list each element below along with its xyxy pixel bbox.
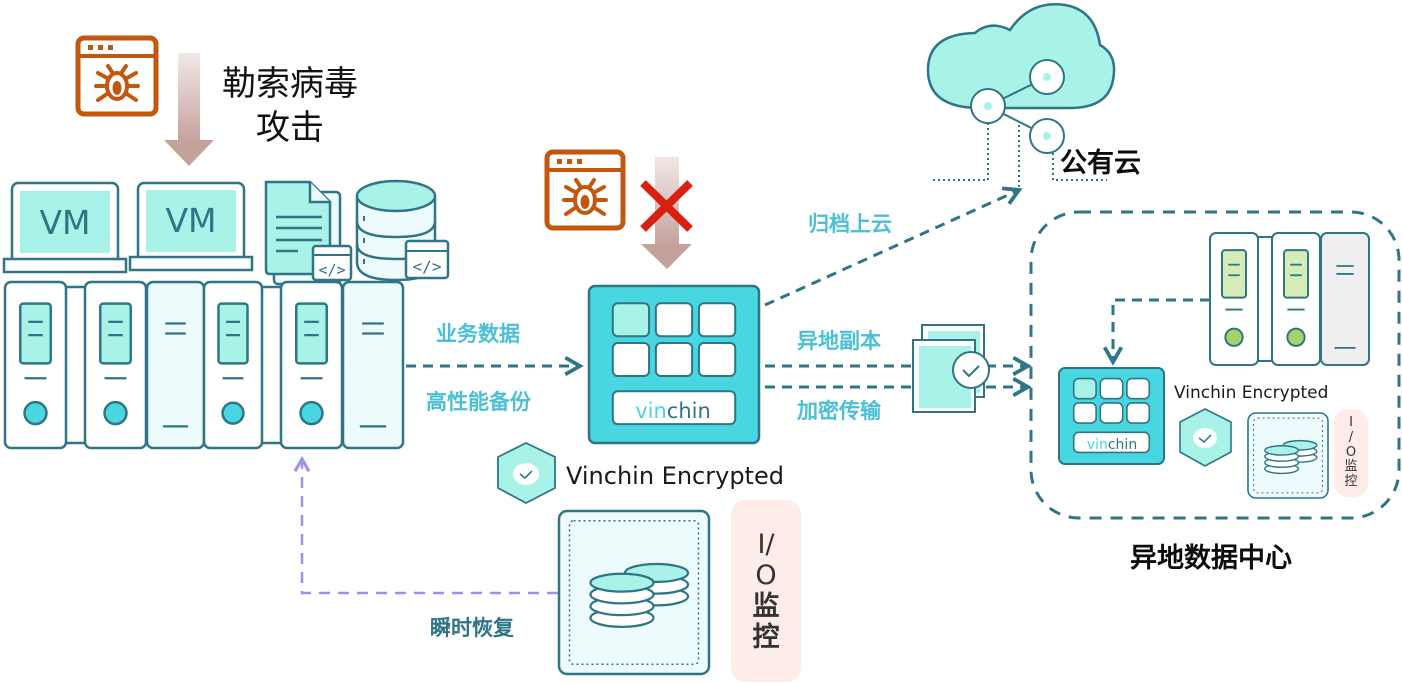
storage-inner-border <box>568 520 700 665</box>
appliance-logo-plate <box>1072 431 1151 454</box>
vm-label-2: VM <box>165 201 216 240</box>
remote-backup-arrow <box>1102 298 1210 366</box>
appliance-cell <box>1072 377 1097 400</box>
vm-laptop-1 <box>2 181 128 274</box>
remote-io-text-4: 监 <box>1344 459 1358 475</box>
remote-vinchin-logo: vinchin <box>1087 437 1137 453</box>
io-text-2: O <box>755 559 777 591</box>
instant-recovery-arrow <box>293 455 558 595</box>
appliance-cell <box>1099 377 1124 400</box>
high-perf-backup-label: 高性能备份 <box>426 390 531 414</box>
database-code-icon <box>355 179 450 282</box>
io-text-1: I/ <box>757 528 775 560</box>
source-server-rack <box>3 280 405 450</box>
blocked-x-icon <box>640 180 693 232</box>
document-code-icon <box>264 180 353 286</box>
appliance-cell <box>697 302 737 338</box>
remote-datacenter-label: 异地数据中心 <box>1130 543 1292 574</box>
storage-disk <box>589 572 655 593</box>
appliance-cell <box>1126 377 1151 400</box>
instant-recovery-label: 瞬时恢复 <box>430 616 514 640</box>
public-cloud-label: 公有云 <box>1060 148 1141 179</box>
server-unit <box>279 280 344 450</box>
encrypted-transfer-label: 加密传输 <box>797 399 881 423</box>
code-glyph-db: </> <box>413 257 442 276</box>
remote-io-monitor-badge: I / O 监 控 <box>1334 409 1368 497</box>
appliance-cell <box>611 342 651 378</box>
remote-storage-icon <box>1247 412 1329 499</box>
remote-io-text-2: / <box>1348 429 1354 445</box>
remote-server-rack <box>1209 232 1370 366</box>
blocked-attack-arrow <box>641 157 692 269</box>
remote-datacenter-boundary <box>1029 210 1401 520</box>
server-unit <box>1271 232 1321 366</box>
attack-down-arrow <box>164 53 214 166</box>
storage-disk <box>1264 445 1300 456</box>
verified-copy-icon <box>912 324 990 413</box>
blocked-attack-icon <box>544 149 626 231</box>
business-data-label: 业务数据 <box>436 322 520 346</box>
server-blank-unit <box>1320 232 1370 366</box>
remote-shield-icon <box>1179 408 1232 467</box>
ransomware-attack-icon <box>75 35 159 117</box>
appliance-cell <box>1099 402 1124 424</box>
server-unit <box>1209 232 1259 366</box>
offsite-copy-label: 异地副本 <box>797 329 881 353</box>
io-monitor-badge: I/ O 监 控 <box>731 500 801 682</box>
remote-encrypted-label: Vinchin Encrypted <box>1174 383 1328 403</box>
ransomware-title-line2: 攻击 <box>256 108 324 149</box>
appliance-cell <box>1072 402 1097 424</box>
archive-cloud-label: 归档上云 <box>808 212 892 236</box>
bug-icon <box>94 64 140 102</box>
server-unit <box>3 280 68 450</box>
io-text-4: 控 <box>752 622 780 654</box>
remote-io-text-1: I <box>1349 414 1353 430</box>
remote-io-text-3: O <box>1345 444 1357 460</box>
backup-storage-icon <box>557 509 711 676</box>
io-text-3: 监 <box>752 591 780 622</box>
public-cloud-icon <box>926 3 1116 190</box>
vinchin-appliance <box>587 284 761 445</box>
appliance-cell <box>611 302 651 338</box>
vinchin-logo: vinchin <box>635 399 711 423</box>
server-blank-unit <box>341 280 405 450</box>
ransomware-title-line1: 勒索病毒 <box>222 64 358 104</box>
remote-io-text-5: 控 <box>1344 474 1358 490</box>
vm-label-1: VM <box>39 203 90 242</box>
server-unit <box>202 280 264 450</box>
encrypted-label: Vinchin Encrypted <box>566 462 784 490</box>
storage-inner-border <box>1253 417 1323 494</box>
appliance-logo-plate <box>611 390 737 426</box>
code-glyph-doc: </> <box>318 261 345 279</box>
encrypted-shield-icon <box>497 441 556 505</box>
server-unit <box>83 280 148 450</box>
appliance-cell <box>697 342 737 378</box>
server-blank-unit <box>145 280 206 450</box>
archive-cloud-arrow <box>764 186 1023 307</box>
appliance-cell <box>654 342 694 378</box>
ransomware-title: 勒索病毒 攻击 <box>222 62 358 150</box>
appliance-cell <box>654 302 694 338</box>
appliance-cell <box>1126 402 1151 424</box>
vm-laptop-2 <box>128 181 254 272</box>
remote-vinchin-appliance <box>1058 367 1165 465</box>
